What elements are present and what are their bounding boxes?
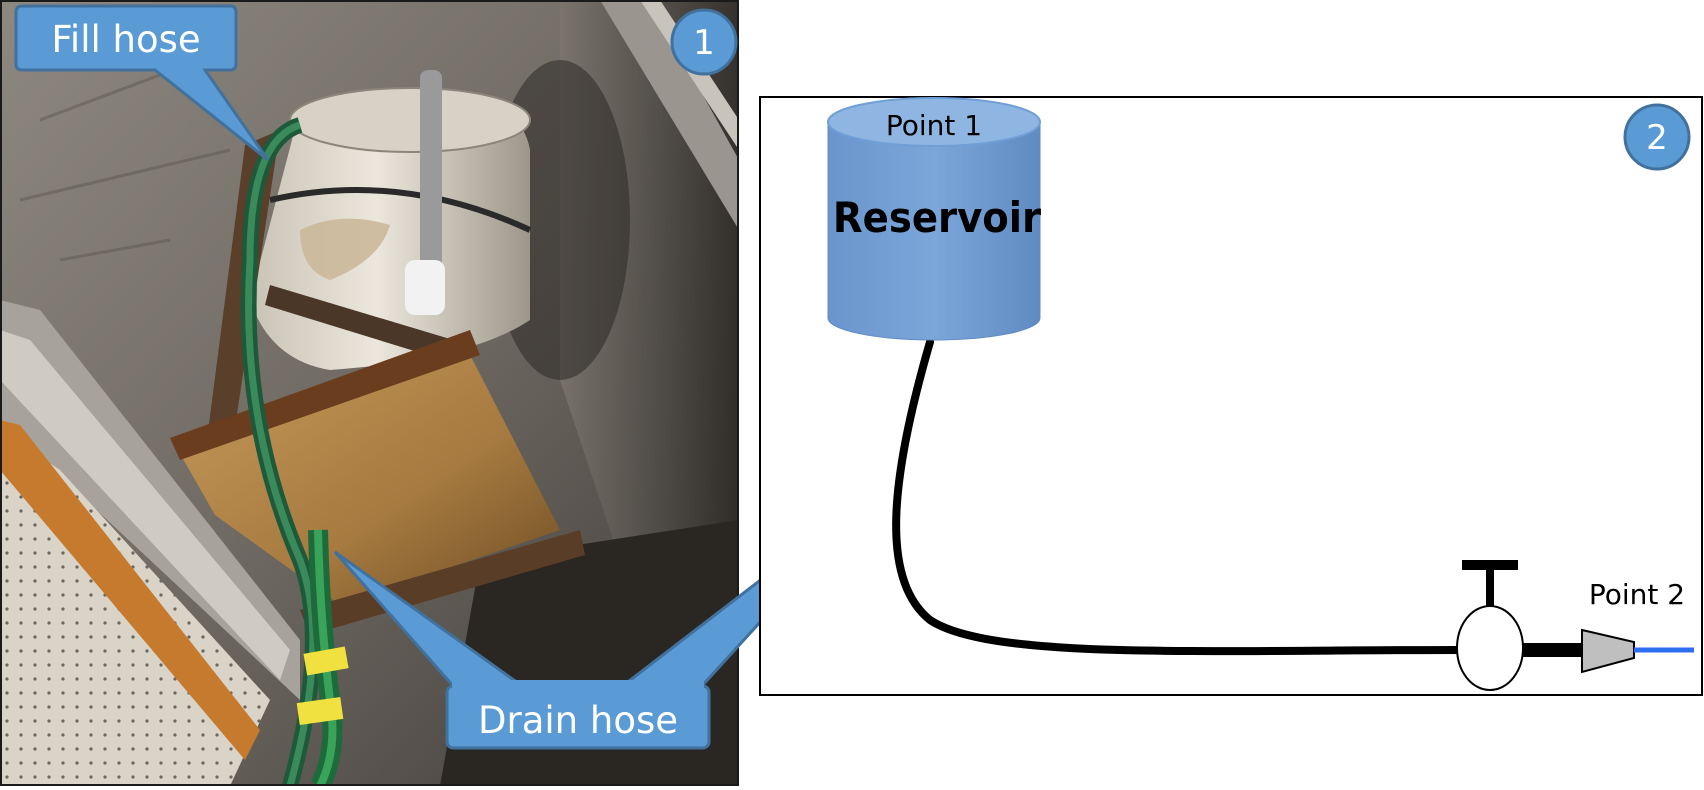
point-1-label: Point 1 [886,109,982,142]
panel-2-badge: 2 [1623,103,1691,171]
panel-2-number: 2 [1646,118,1668,158]
drain-line [892,338,1464,656]
nozzle [1581,628,1635,674]
outlet-pipe [1523,643,1583,657]
photo-image [0,0,739,786]
diagram-panel: 2 Point 1 Reservoir Point 2 [759,96,1703,696]
panel-1-number: 1 [693,23,715,63]
reservoir: Point 1 Reservoir [827,97,1041,341]
valve-stem [1486,568,1494,608]
fill-hose-callout: Fill hose [14,4,270,162]
reservoir-label: Reservoir [833,193,1041,242]
drain-hose-label: Drain hose [478,699,678,742]
panel-1-badge: 1 [670,8,738,76]
valve [1456,560,1524,691]
fill-hose-label: Fill hose [51,18,200,61]
photo-panel: 1 Fill hose Drain hose [0,0,890,786]
valve-handle [1462,560,1518,570]
point-2-label: Point 2 [1589,578,1685,611]
valve-body [1456,605,1524,691]
photo-border [0,0,739,786]
